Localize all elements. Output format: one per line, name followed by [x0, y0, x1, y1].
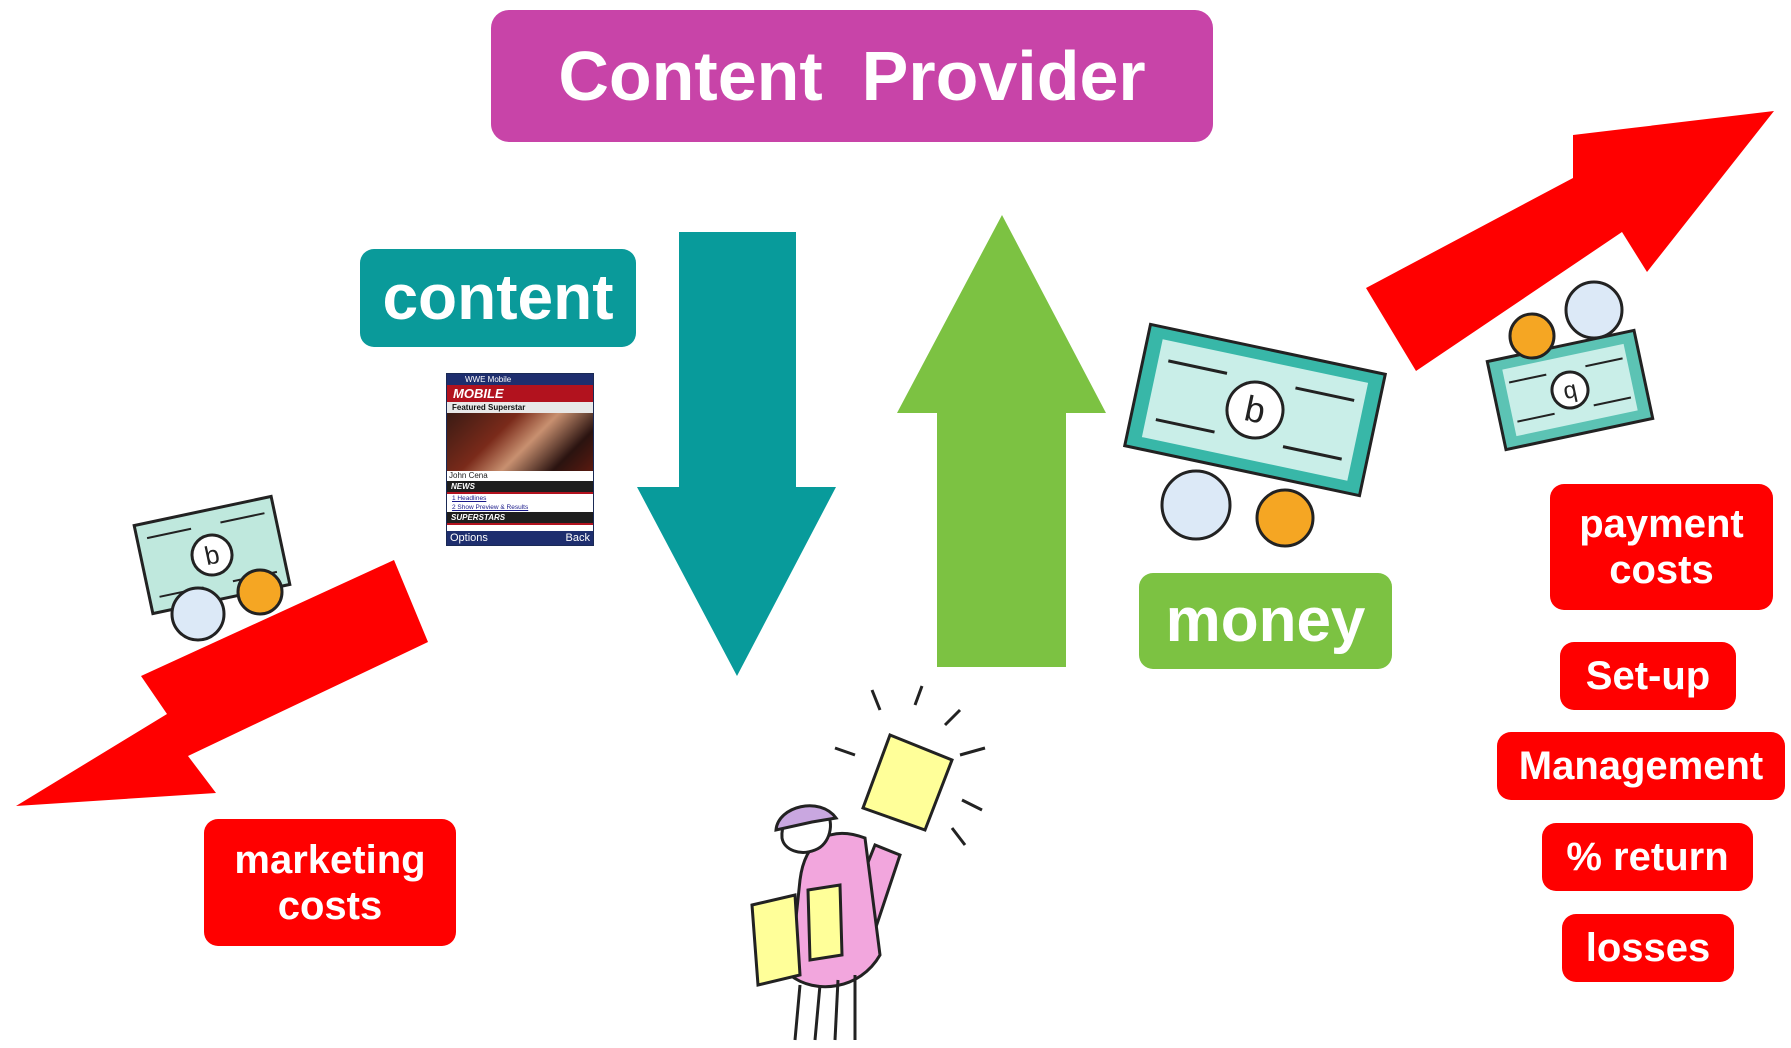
- phone-subheader: Featured Superstar: [447, 402, 593, 413]
- svg-text:b: b: [202, 539, 222, 571]
- payment-costs-label: payment costs: [1550, 484, 1773, 610]
- options-softkey[interactable]: Options: [450, 532, 488, 544]
- phone-header: MOBILE: [447, 385, 593, 402]
- marketing-costs-line-2: costs: [277, 883, 383, 928]
- setup-cost-item: Set-up: [1560, 642, 1736, 710]
- coin-icon: [1160, 469, 1232, 541]
- money-icon: q: [1485, 328, 1655, 452]
- phone-news-heading: NEWS: [447, 481, 593, 494]
- money-label: money: [1139, 573, 1392, 669]
- coin-icon: [236, 568, 284, 616]
- management-cost-item: Management: [1497, 732, 1785, 800]
- back-softkey[interactable]: Back: [565, 532, 590, 544]
- money-icon: b: [1122, 322, 1388, 498]
- payment-costs-line-1: payment: [1579, 502, 1744, 546]
- marketing-costs-line-1: marketing: [234, 837, 426, 882]
- payment-costs-line-2: costs: [1609, 548, 1714, 592]
- phone-window-title: WWE Mobile: [447, 374, 593, 385]
- wwe-mobile-screenshot: WWE Mobile MOBILE Featured Superstar Joh…: [446, 373, 594, 546]
- marketing-costs-label: marketing costs: [204, 819, 456, 946]
- percent-return-cost-item: % return: [1542, 823, 1753, 891]
- phone-superstars-heading: SUPERSTARS: [447, 512, 593, 525]
- losses-cost-item: losses: [1562, 914, 1734, 982]
- phone-softkeys: Options Back: [447, 531, 593, 545]
- content-label: content: [360, 249, 636, 347]
- money-flow-arrow: [897, 215, 1106, 667]
- coin-icon: [170, 586, 226, 642]
- phone-news-link[interactable]: 1 Headlines: [452, 495, 487, 502]
- content-flow-arrow: [637, 232, 836, 676]
- marketing-costs-arrow: [16, 560, 428, 806]
- phone-news-link[interactable]: 2 Show Preview & Results: [452, 504, 529, 511]
- coin-icon: [1508, 312, 1556, 360]
- customer-with-phone-icon: [750, 685, 986, 1041]
- svg-text:q: q: [1561, 376, 1580, 405]
- coin-icon: [1255, 488, 1315, 548]
- phone-photo-caption: John Cena: [449, 471, 488, 480]
- payment-costs-arrow: [1366, 111, 1774, 371]
- coin-icon: [1564, 280, 1624, 340]
- content-provider-title: Content Provider: [491, 10, 1213, 142]
- wrestler-photo: [447, 413, 593, 471]
